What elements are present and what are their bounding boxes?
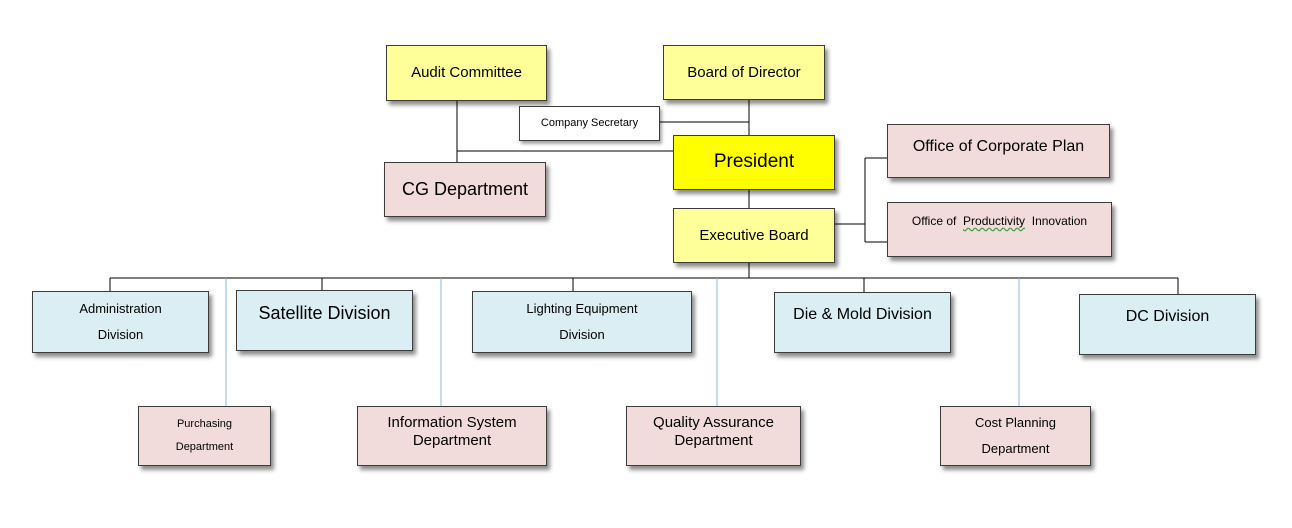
information-system-department-line2: Department (412, 432, 492, 449)
die-mold-division-box: Die & Mold Division (774, 292, 951, 353)
company-secretary-label: Company Secretary (540, 116, 639, 129)
information-system-department-box: Information System Department (357, 406, 547, 466)
purchasing-department-box: Purchasing Department (138, 406, 271, 466)
quality-assurance-department-line1: Quality Assurance (653, 414, 774, 431)
office-productivity-word: Productivity (963, 214, 1026, 228)
president-label: President (713, 151, 795, 173)
die-mold-division-label: Die & Mold Division (793, 306, 932, 323)
lighting-equipment-division-line1: Lighting Equipment (526, 301, 638, 317)
lighting-equipment-division-box: Lighting Equipment Division (472, 291, 692, 353)
audit-committee-label: Audit Committee (411, 64, 522, 81)
information-system-department-line1: Information System (387, 414, 517, 431)
administration-division-box: Administration Division (32, 291, 209, 353)
office-corporate-plan-box: Office of Corporate Plan (887, 124, 1110, 178)
purchasing-department-line2: Department (175, 441, 234, 453)
company-secretary-box: Company Secretary (519, 106, 660, 141)
cost-planning-department-line1: Cost Planning (975, 415, 1056, 431)
cg-department-label: CG Department (401, 178, 529, 199)
purchasing-department-line1: Purchasing (176, 417, 233, 430)
office-corporate-plan-label: Office of Corporate Plan (912, 138, 1085, 155)
office-productivity-prefix: Office of (911, 214, 964, 228)
office-productivity-suffix: Innovation (1025, 214, 1088, 228)
quality-assurance-department-box: Quality Assurance Department (626, 406, 801, 466)
board-of-director-box: Board of Director (663, 45, 825, 100)
cg-department-box: CG Department (384, 162, 546, 217)
satellite-division-box: Satellite Division (236, 290, 413, 351)
board-of-director-label: Board of Director (687, 63, 801, 81)
audit-committee-box: Audit Committee (386, 45, 547, 101)
lighting-equipment-division-line2: Division (559, 327, 605, 342)
dc-division-box: DC Division (1079, 294, 1256, 355)
dc-division-label: DC Division (1125, 308, 1210, 325)
cost-planning-department-box: Cost Planning Department (940, 406, 1091, 466)
administration-division-line1: Administration (79, 301, 162, 317)
quality-assurance-department-line2: Department (674, 432, 753, 449)
executive-board-box: Executive Board (673, 208, 835, 263)
office-productivity-innovation-label: Office of Productivity Innovation (912, 214, 1087, 228)
office-productivity-innovation-box: Office of Productivity Innovation (887, 202, 1112, 257)
executive-board-label: Executive Board (699, 226, 809, 244)
administration-division-line2: Division (97, 327, 144, 342)
president-box: President (673, 135, 835, 190)
cost-planning-department-line2: Department (981, 441, 1050, 456)
satellite-division-label: Satellite Division (258, 303, 391, 323)
